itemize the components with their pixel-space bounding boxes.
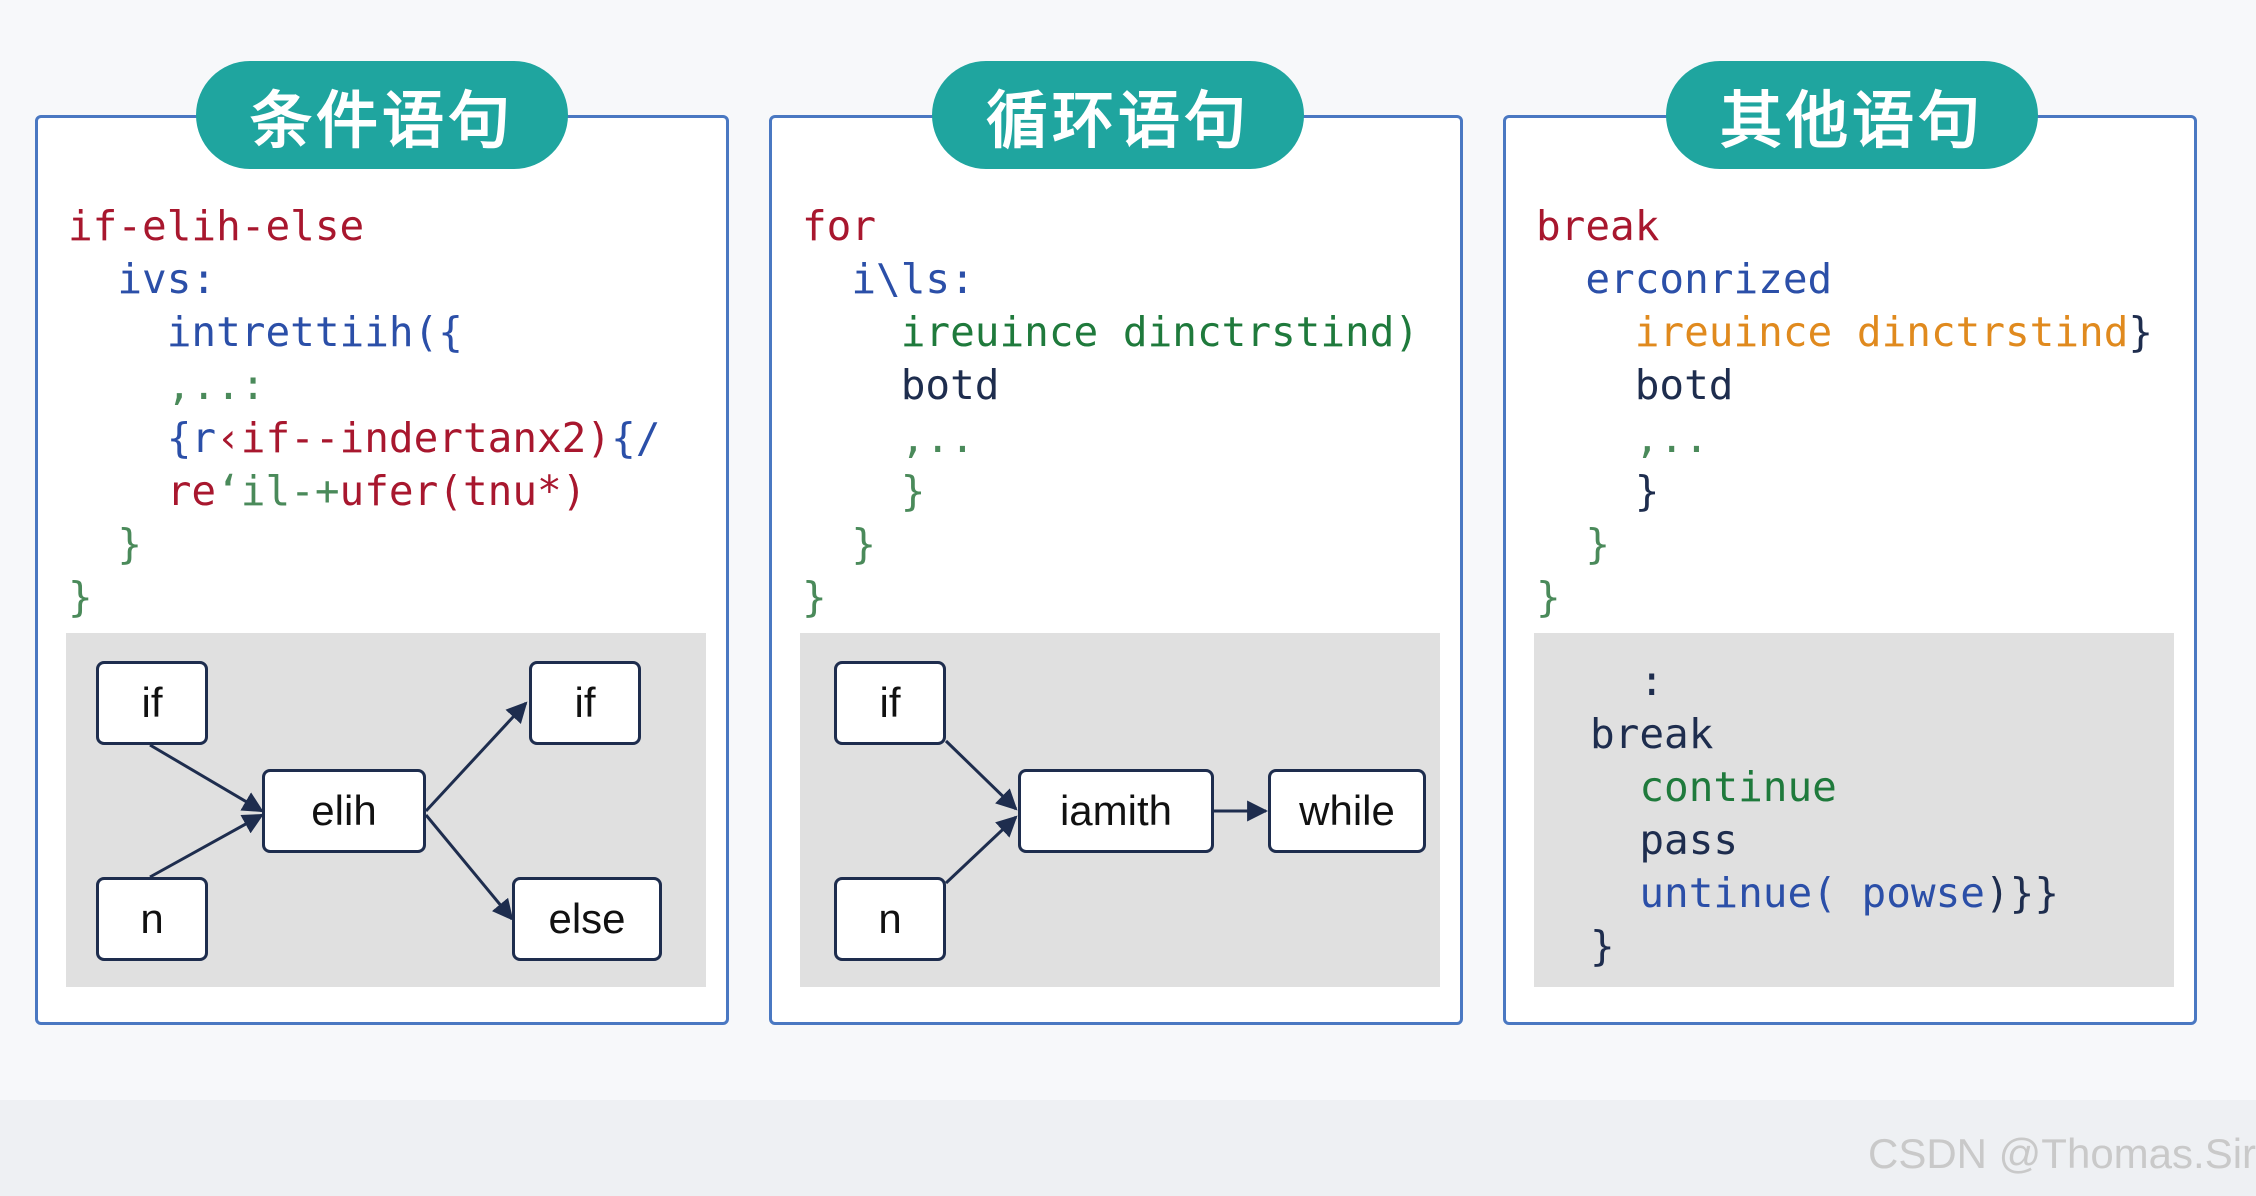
box-code-block: : break continue pass untinue( powse)}}} xyxy=(1590,655,2059,973)
code-line: ,.. xyxy=(1536,412,2153,465)
code-line: for xyxy=(802,200,1419,253)
code-token: untinue( xyxy=(1590,869,1837,917)
arrow-elih-to-else xyxy=(424,814,514,921)
code-token: ireuince dinctrstind xyxy=(1536,308,2129,356)
code-token: ‹if--indertanx2) xyxy=(216,414,612,462)
node-n: n xyxy=(834,877,946,961)
code-line: ,.. xyxy=(802,412,1419,465)
node-if: if xyxy=(834,661,946,745)
code-token: powse xyxy=(1836,869,1985,917)
code-line: pass xyxy=(1590,814,2059,867)
code-line: ,..: xyxy=(68,359,660,412)
code-token: erconrized xyxy=(1536,255,1833,303)
code-line: } xyxy=(802,465,1419,518)
code-line: : xyxy=(1590,655,2059,708)
code-token: } xyxy=(1590,922,1615,970)
node-while: while xyxy=(1268,769,1426,853)
code-token: } xyxy=(68,520,143,568)
code-token: } xyxy=(1536,573,1561,621)
code-line: } xyxy=(68,518,660,571)
code-token: } xyxy=(802,467,926,515)
code-line: intrettiih({ xyxy=(68,306,660,359)
panel-other: break erconrized ireuince dinctrstind} b… xyxy=(1503,115,2197,1025)
code-line: if-elih-else xyxy=(68,200,660,253)
arrow-n-to-iamith xyxy=(944,815,1018,885)
code-token: re xyxy=(68,467,217,515)
code-token: } xyxy=(802,573,827,621)
code-token: )}} xyxy=(1984,869,2060,917)
code-line: } xyxy=(802,518,1419,571)
code-token: {r xyxy=(68,414,217,462)
panel-conditional: if-elih-else ivs: intrettiih({ ,..: {r‹i… xyxy=(35,115,729,1025)
code-token: ivs: xyxy=(68,255,217,303)
code-line: ireuince dinctrstind) xyxy=(802,306,1419,359)
arrow-n-to-elih xyxy=(149,813,264,879)
arrow-if-to-elih xyxy=(149,743,264,813)
code-line: } xyxy=(1590,920,2059,973)
code-token: break xyxy=(1590,710,1714,758)
code-token: } xyxy=(68,573,93,621)
code-token: botd xyxy=(802,361,1000,409)
code-line: reʻil-+ufer(tnu*) xyxy=(68,465,660,518)
node-else: else xyxy=(512,877,662,961)
code-block: break erconrized ireuince dinctrstind} b… xyxy=(1536,200,2153,624)
bottom-band xyxy=(0,1100,2256,1196)
code-line: } xyxy=(68,571,660,624)
code-block: if-elih-else ivs: intrettiih({ ,..: {r‹i… xyxy=(68,200,660,624)
arrow-layer xyxy=(944,739,1269,885)
code-token: {/ xyxy=(611,414,661,462)
code-token: for xyxy=(802,202,877,250)
code-token: botd xyxy=(1536,361,1734,409)
code-line: continue xyxy=(1590,761,2059,814)
code-token: : xyxy=(1590,657,1665,705)
code-line: } xyxy=(1536,571,2153,624)
node-if: if xyxy=(96,661,208,745)
code-token: i\ls: xyxy=(802,255,975,303)
code-line: break xyxy=(1590,708,2059,761)
code-line: } xyxy=(802,571,1419,624)
code-token: } xyxy=(1536,520,1611,568)
panel-loop: for i\ls: ireuince dinctrstind) botd ,..… xyxy=(769,115,1463,1025)
code-line: i\ls: xyxy=(802,253,1419,306)
node-elih: elih xyxy=(262,769,426,853)
title-conditional: 条件语句 xyxy=(196,61,568,169)
code-line: erconrized xyxy=(1536,253,2153,306)
title-loop: 循环语句 xyxy=(932,61,1304,169)
code-line: ireuince dinctrstind} xyxy=(1536,306,2153,359)
node-n: n xyxy=(96,877,208,961)
code-box: : break continue pass untinue( powse)}}} xyxy=(1534,633,2174,987)
arrow-if-to-iamith xyxy=(944,739,1018,811)
code-token: } xyxy=(802,520,877,568)
code-line: ivs: xyxy=(68,253,660,306)
code-token: } xyxy=(2128,308,2154,356)
code-line: } xyxy=(1536,465,2153,518)
code-line: } xyxy=(1536,518,2153,571)
code-token: ,.. xyxy=(1536,414,1709,462)
code-line: break xyxy=(1536,200,2153,253)
code-token: continue xyxy=(1590,763,1837,811)
arrow-elih-to-if xyxy=(424,701,528,813)
node-iamith: iamith xyxy=(1018,769,1214,853)
node-if-branch: if xyxy=(529,661,641,745)
code-line: untinue( powse)}} xyxy=(1590,867,2059,920)
code-line: botd xyxy=(802,359,1419,412)
code-token: ,..: xyxy=(68,361,266,409)
code-token: if-elih-else xyxy=(68,202,365,250)
code-token: } xyxy=(1536,467,1660,515)
code-token: ,.. xyxy=(802,414,975,462)
flow-diagram: if n elih if else xyxy=(66,633,706,987)
arrow-layer xyxy=(149,701,528,921)
watermark: CSDN @Thomas.Sir xyxy=(1868,1130,2256,1177)
code-token: ʻil-+ xyxy=(216,467,340,515)
code-token: ufer(tnu*) xyxy=(339,467,587,515)
code-token: break xyxy=(1536,202,1660,250)
code-token: ireuince dinctrstind) xyxy=(802,308,1420,356)
code-line: {r‹if--indertanx2){/ xyxy=(68,412,661,465)
code-block: for i\ls: ireuince dinctrstind) botd ,..… xyxy=(802,200,1419,624)
flow-diagram: if n iamith while xyxy=(800,633,1440,987)
title-other: 其他语句 xyxy=(1666,61,2038,169)
code-line: botd xyxy=(1536,359,2153,412)
code-token: pass xyxy=(1590,816,1739,864)
code-token: intrettiih({ xyxy=(68,308,463,356)
